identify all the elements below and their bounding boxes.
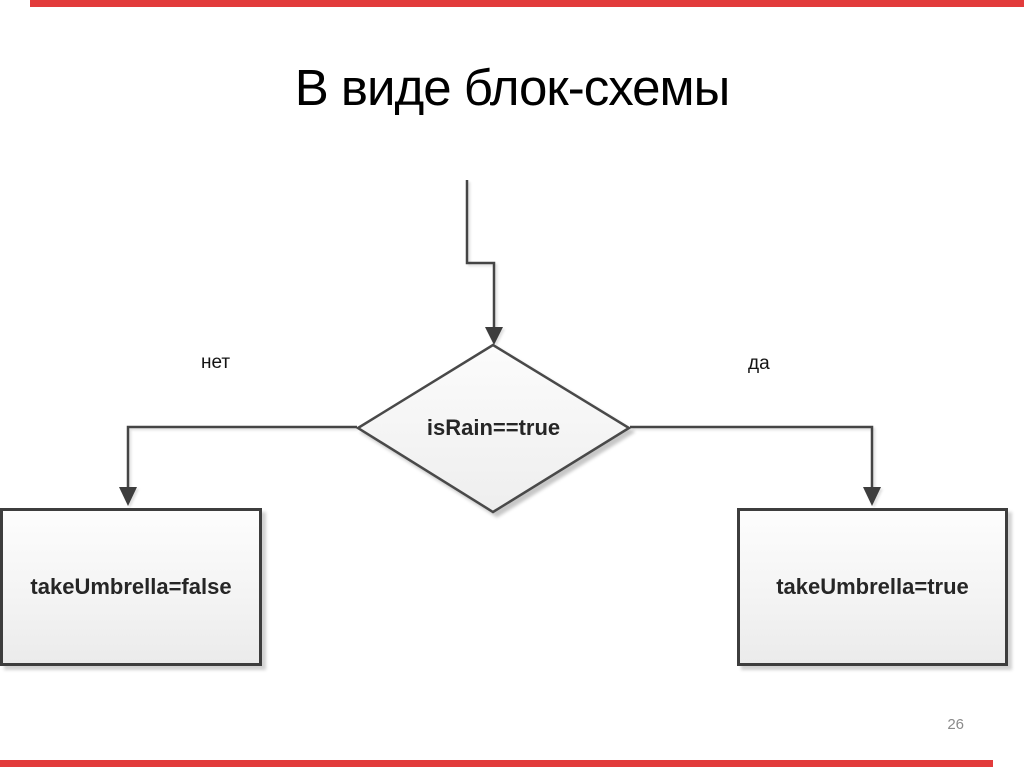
branch-label-yes: да bbox=[748, 353, 770, 374]
connector-top bbox=[465, 180, 503, 345]
page-number: 26 bbox=[947, 716, 964, 733]
slide-title: В виде блок-схемы bbox=[294, 59, 730, 116]
decision-label: isRain==true bbox=[426, 415, 561, 440]
decision-diamond bbox=[355, 343, 632, 514]
arrowhead-down-icon bbox=[485, 327, 503, 345]
outcome-box-true: takeUmbrella=true bbox=[737, 508, 1008, 666]
outcome-box-false-label: takeUmbrella=false bbox=[30, 574, 232, 599]
connector-yes-branch bbox=[630, 425, 881, 506]
outcome-box-true-label: takeUmbrella=true bbox=[776, 574, 969, 599]
connector-no-branch bbox=[119, 425, 357, 506]
branch-label-no: нет bbox=[201, 352, 231, 373]
arrowhead-down-icon bbox=[863, 487, 881, 506]
top-accent-bar bbox=[30, 0, 1024, 7]
bottom-accent-bar bbox=[0, 760, 993, 767]
outcome-box-false: takeUmbrella=false bbox=[0, 508, 262, 666]
arrowhead-down-icon bbox=[119, 487, 137, 506]
